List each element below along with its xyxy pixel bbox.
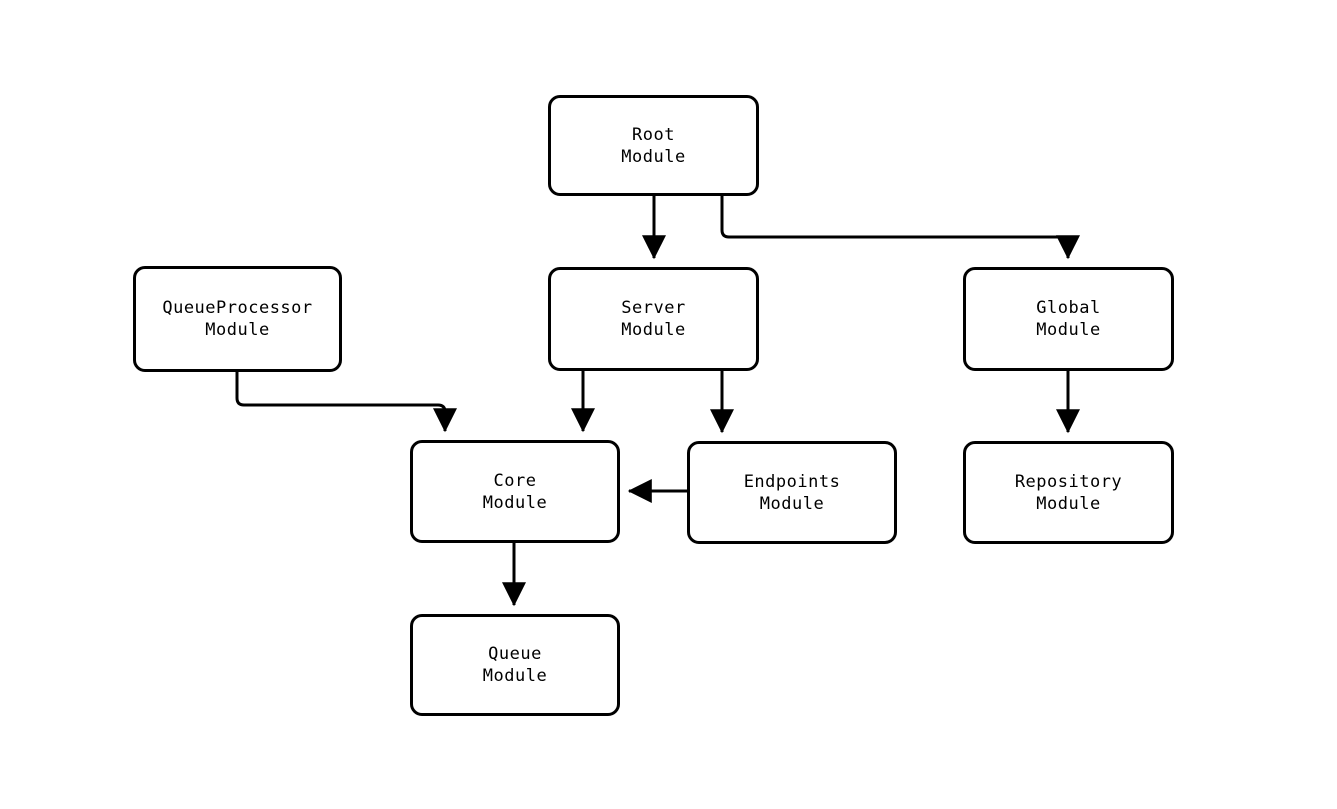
node-label-line1: Core <box>493 470 537 491</box>
node-label-line2: Module <box>1036 493 1101 514</box>
node-queue-module[interactable]: Queue Module <box>410 614 620 716</box>
node-queueprocessor-module[interactable]: QueueProcessor Module <box>133 266 342 372</box>
node-label-line1: Queue <box>488 644 542 664</box>
node-label-line2: Module <box>1036 320 1101 340</box>
node-label-line1: Global <box>1036 298 1101 318</box>
node-label-line1: Root <box>632 124 675 145</box>
node-root-module[interactable]: Root Module <box>548 95 759 196</box>
edge-root-to-global <box>720 196 1080 260</box>
node-repository-module[interactable]: Repository Module <box>963 441 1174 544</box>
node-label-line2: Module <box>759 493 825 514</box>
node-core-module[interactable]: Core Module <box>410 440 620 543</box>
node-label-line1: Repository <box>1014 471 1123 492</box>
node-endpoints-module[interactable]: Endpoints Module <box>687 441 897 544</box>
node-label-line2: Module <box>482 492 548 513</box>
node-label-line2: Module <box>482 666 548 686</box>
edge-queueprocessor-to-core <box>235 372 457 433</box>
node-label-line1: Server <box>621 298 686 318</box>
node-global-module[interactable]: Global Module <box>963 267 1174 371</box>
node-label-line2: Module <box>621 146 686 167</box>
node-label-line2: Module <box>621 320 686 340</box>
node-server-module[interactable]: Server Module <box>548 267 759 371</box>
node-label-line1: QueueProcessor <box>162 298 313 318</box>
node-label-line1: Endpoints <box>743 471 841 492</box>
node-label-line2: Module <box>205 320 270 340</box>
